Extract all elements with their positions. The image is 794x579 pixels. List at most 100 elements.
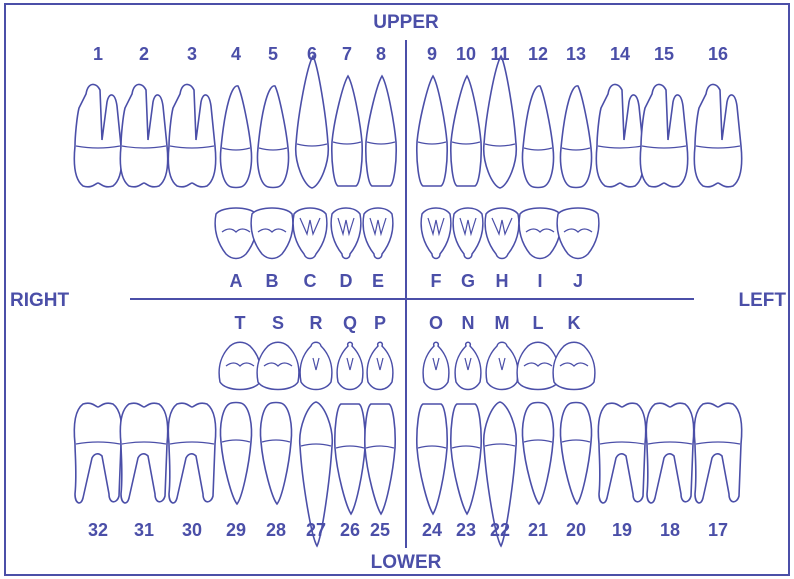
lower-tooth-18: [646, 403, 693, 503]
lower-tooth-17: [694, 403, 741, 503]
tooth-outline: [220, 403, 251, 505]
primary-lower-letter: T: [235, 313, 246, 333]
upper-tooth-number: 9: [427, 44, 437, 64]
upper-tooth-number: 10: [456, 44, 476, 64]
lower-tooth-29: [220, 403, 251, 505]
tooth-outline: [300, 342, 332, 389]
primary-lower-letter: Q: [343, 313, 357, 333]
primary-lower-tooth-P: [367, 342, 393, 389]
upper-tooth-8: [366, 76, 396, 186]
lower-tooth-number: 26: [340, 520, 360, 540]
tooth-outline: [74, 84, 121, 186]
upper-tooth-12: [522, 86, 553, 188]
lower-tooth-24: [417, 404, 447, 514]
tooth-outline: [598, 403, 645, 503]
upper-tooth-number: 8: [376, 44, 386, 64]
primary-lower-tooth-L: [517, 342, 559, 389]
lower-tooth-28: [260, 403, 291, 505]
primary-upper-letter: G: [461, 271, 475, 291]
upper-tooth-9: [417, 76, 447, 186]
lower-tooth-26: [335, 404, 365, 514]
tooth-outline: [519, 208, 561, 259]
upper-tooth-number: 6: [307, 44, 317, 64]
lower-tooth-number: 23: [456, 520, 476, 540]
lower-tooth-number: 31: [134, 520, 154, 540]
tooth-outline: [251, 208, 293, 259]
upper-tooth-16: [694, 84, 741, 186]
tooth-outline: [168, 403, 215, 503]
lower-tooth-number: 29: [226, 520, 246, 540]
lower-tooth-number: 24: [422, 520, 442, 540]
tooth-outline: [417, 76, 447, 186]
tooth-outline: [215, 208, 257, 259]
tooth-outline: [337, 342, 363, 389]
tooth-outline: [332, 76, 362, 186]
tooth-outline: [455, 342, 481, 389]
upper-tooth-number: 4: [231, 44, 241, 64]
tooth-outline: [560, 403, 591, 505]
lower-tooth-32: [74, 403, 121, 503]
tooth-outline: [557, 208, 599, 259]
primary-upper-tooth-B: [251, 208, 293, 259]
tooth-outline: [293, 208, 327, 259]
tooth-outline: [522, 403, 553, 505]
tooth-outline: [423, 342, 449, 389]
upper-tooth-number: 1: [93, 44, 103, 64]
lower-tooth-30: [168, 403, 215, 503]
lower-tooth-number: 32: [88, 520, 108, 540]
lower-tooth-number: 17: [708, 520, 728, 540]
primary-upper-tooth-H: [485, 208, 519, 259]
tooth-outline: [120, 403, 167, 503]
tooth-outline: [220, 86, 251, 188]
upper-tooth-number: 13: [566, 44, 586, 64]
left-label: LEFT: [739, 290, 787, 311]
lower-tooth-21: [522, 403, 553, 505]
primary-upper-letter: J: [573, 271, 583, 291]
primary-upper-letter: D: [340, 271, 353, 291]
tooth-outline: [417, 404, 447, 514]
lower-tooth-number: 27: [306, 520, 326, 540]
primary-lower-tooth-O: [423, 342, 449, 389]
tooth-outline: [168, 84, 215, 186]
lower-tooth-number: 25: [370, 520, 390, 540]
tooth-outline: [296, 56, 329, 188]
primary-upper-letter: F: [431, 271, 442, 291]
primary-upper-tooth-J: [557, 208, 599, 259]
upper-tooth-6: [296, 56, 329, 188]
primary-lower-tooth-T: [219, 342, 261, 389]
primary-lower-letter: R: [310, 313, 323, 333]
teeth-group: [74, 56, 741, 546]
primary-lower-letter: P: [374, 313, 386, 333]
lower-tooth-23: [451, 404, 481, 514]
primary-lower-letter: O: [429, 313, 443, 333]
tooth-outline: [421, 208, 451, 259]
upper-tooth-number: 7: [342, 44, 352, 64]
primary-upper-tooth-G: [453, 208, 483, 259]
lower-tooth-20: [560, 403, 591, 505]
lower-tooth-number: 30: [182, 520, 202, 540]
primary-upper-tooth-A: [215, 208, 257, 259]
upper-tooth-number: 2: [139, 44, 149, 64]
primary-lower-tooth-K: [553, 342, 595, 389]
upper-tooth-number: 14: [610, 44, 630, 64]
tooth-outline: [485, 208, 519, 259]
tooth-outline: [451, 76, 481, 186]
primary-upper-tooth-I: [519, 208, 561, 259]
upper-tooth-number: 15: [654, 44, 674, 64]
lower-tooth-number: 21: [528, 520, 548, 540]
upper-tooth-number: 3: [187, 44, 197, 64]
tooth-outline: [560, 86, 591, 188]
tooth-outline: [331, 208, 361, 259]
upper-tooth-11: [484, 56, 517, 188]
lower-tooth-number: 20: [566, 520, 586, 540]
primary-upper-letter: H: [496, 271, 509, 291]
primary-lower-letter: L: [533, 313, 544, 333]
tooth-outline: [366, 76, 396, 186]
upper-tooth-number: 5: [268, 44, 278, 64]
lower-tooth-number: 19: [612, 520, 632, 540]
tooth-outline: [367, 342, 393, 389]
tooth-outline: [484, 56, 517, 188]
primary-lower-tooth-Q: [337, 342, 363, 389]
